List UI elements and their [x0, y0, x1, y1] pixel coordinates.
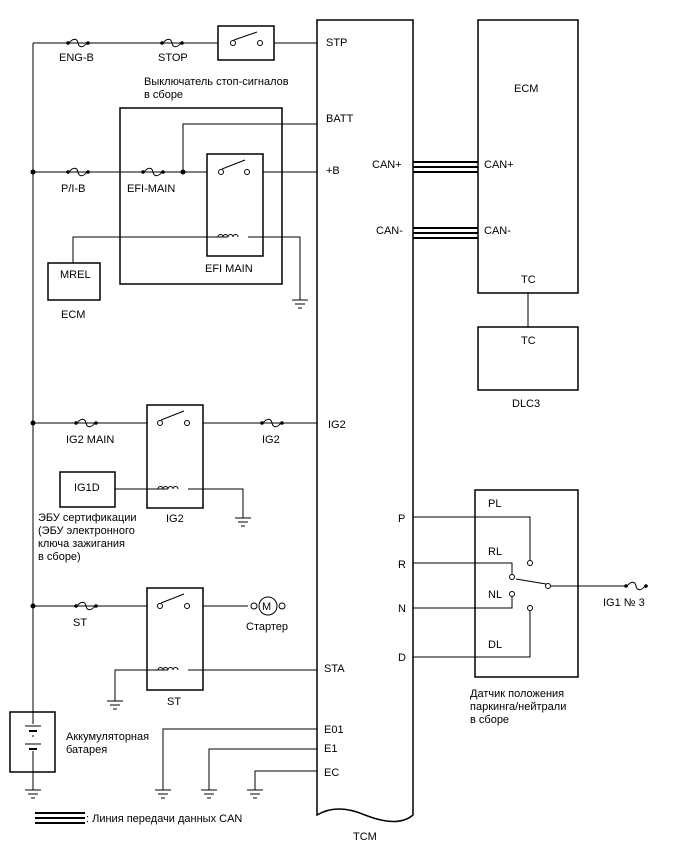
fuse-pi-b	[65, 167, 91, 177]
relay-efi-main-label: EFI MAIN	[205, 263, 253, 275]
tcm-d-pin: D	[398, 652, 406, 664]
tcm-e1-pin: E1	[324, 743, 337, 755]
fuse-ig2-main	[73, 418, 99, 428]
stop-switch-label-1: Выключатель стоп-сигналов	[144, 76, 289, 88]
tcm-ig2-pin: IG2	[328, 419, 346, 431]
tcm-sta-pin: STA	[324, 663, 345, 675]
pn-dl-pin: DL	[488, 639, 502, 651]
relay-st-label: ST	[167, 696, 181, 708]
ig1d-label-2: (ЭБУ электронного	[38, 525, 135, 537]
ig1d-box-label: IG1D	[74, 482, 100, 494]
mrel-ecm-label: ECM	[61, 309, 85, 321]
fuse-ig2-main-label: IG2 MAIN	[66, 434, 114, 446]
pn-label-3: в сборе	[470, 714, 509, 726]
ig1d-box	[59, 471, 116, 508]
stop-switch	[217, 25, 275, 61]
mrel-box-label: MREL	[60, 269, 91, 281]
pn-rl-pin: RL	[488, 546, 502, 558]
stop-switch-label-2: в сборе	[144, 89, 183, 101]
ecm-can-plus-pin: CAN+	[484, 159, 514, 171]
tcm-e01-pin: E01	[324, 724, 344, 736]
can-legend: : Линия передачи данных CAN	[35, 812, 242, 825]
dlc3-tc-pin: TC	[521, 335, 536, 347]
tcm-batt-pin: BATT	[326, 113, 354, 125]
fuse-ig1-no3	[623, 581, 649, 591]
fuse-st-label: ST	[73, 617, 87, 629]
starter-label: Стартер	[246, 621, 288, 633]
tcm-ec-pin: EC	[324, 767, 339, 779]
battery-label-1: Аккумуляторная	[66, 731, 149, 743]
fuse-ig2-label: IG2	[262, 434, 280, 446]
fuse-st	[73, 601, 99, 611]
tcm-p-pin: P	[398, 513, 405, 525]
pn-label-1: Датчик положения	[470, 688, 564, 700]
mrel-box	[47, 262, 101, 301]
starter-symbol: M	[262, 601, 271, 613]
tcm-n-pin: N	[398, 603, 406, 615]
relay-st	[146, 587, 204, 691]
fuse-eng-b-label: ENG-B	[59, 52, 94, 64]
tcm-r-pin: R	[398, 559, 406, 571]
battery-label-2: батарея	[66, 744, 107, 756]
fuse-pi-b-label: P/I-B	[61, 183, 85, 195]
pn-pl-pin: PL	[488, 498, 501, 510]
relay-ig2	[146, 404, 204, 509]
tcm-plus-b-pin: +B	[326, 165, 340, 177]
ecm-can-minus-pin: CAN-	[484, 225, 511, 237]
pn-label-2: паркинга/нейтрали	[470, 701, 566, 713]
tcm-label: TCM	[353, 831, 377, 843]
tcm-can-plus-pin: CAN+	[372, 159, 402, 171]
fuse-efi-main	[140, 167, 166, 177]
ecm-tc-pin: TC	[521, 274, 536, 286]
relay-efi-main	[206, 153, 264, 257]
ig1d-label-3: ключа зажигания	[38, 538, 125, 550]
fuse-efi-main-label: EFI-MAIN	[127, 183, 175, 195]
fuse-stop	[159, 38, 185, 48]
ig1d-label-4: в сборе)	[38, 551, 81, 563]
fuse-eng-b	[65, 38, 91, 48]
starter-motor: M	[250, 596, 286, 616]
pn-nl-pin: NL	[488, 589, 502, 601]
ecm-block-label: ECM	[514, 83, 538, 95]
relay-ig2-label: IG2	[166, 513, 184, 525]
park-neutral-switch	[474, 489, 579, 678]
dlc3-body	[477, 326, 579, 391]
tcm-body	[316, 19, 414, 823]
ecm-body	[477, 19, 579, 294]
tcm-can-minus-pin: CAN-	[376, 225, 403, 237]
can-legend-label: : Линия передачи данных CAN	[86, 813, 242, 825]
fuse-ig1-no3-label: IG1 № 3	[603, 597, 645, 609]
fuse-stop-label: STOP	[158, 52, 188, 64]
tcm-stp-pin: STP	[326, 37, 347, 49]
fuse-ig2	[259, 418, 285, 428]
efi-main-group	[119, 107, 283, 285]
ig1d-label-1: ЭБУ сертификации	[38, 512, 137, 524]
can-bus-lines	[413, 161, 478, 239]
dlc3-label: DLC3	[512, 398, 540, 410]
